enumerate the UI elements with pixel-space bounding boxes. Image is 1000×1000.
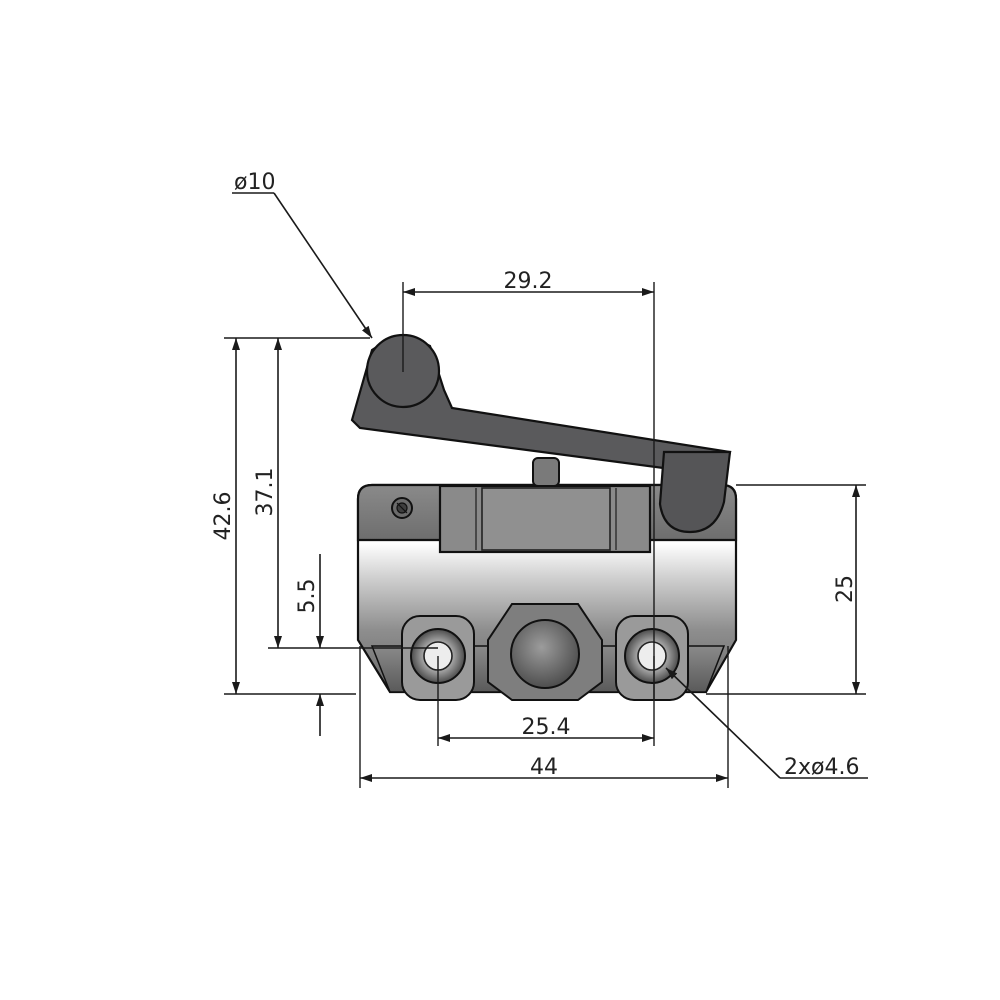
label-body-width: 44 — [530, 755, 558, 780]
lever-guide — [658, 450, 732, 534]
top-block-inner — [481, 487, 611, 551]
label-hole-spacing: 25.4 — [522, 715, 571, 740]
label-roller-height: 37.1 — [253, 468, 278, 517]
label-body-height: 25 — [833, 575, 858, 603]
label-roller-offset: 29.2 — [504, 269, 553, 294]
dimension-labels: ø10 29.2 42.6 37.1 5.5 25 25.4 44 2xø4.6 — [211, 170, 859, 780]
label-hole-height: 5.5 — [295, 579, 320, 614]
label-hole-diameter: 2xø4.6 — [784, 755, 859, 780]
label-overall-height: 42.6 — [211, 492, 236, 541]
center-nut — [510, 619, 580, 689]
label-roller-diameter: ø10 — [234, 170, 275, 195]
dimension-lines — [224, 192, 868, 788]
plunger — [532, 457, 560, 487]
